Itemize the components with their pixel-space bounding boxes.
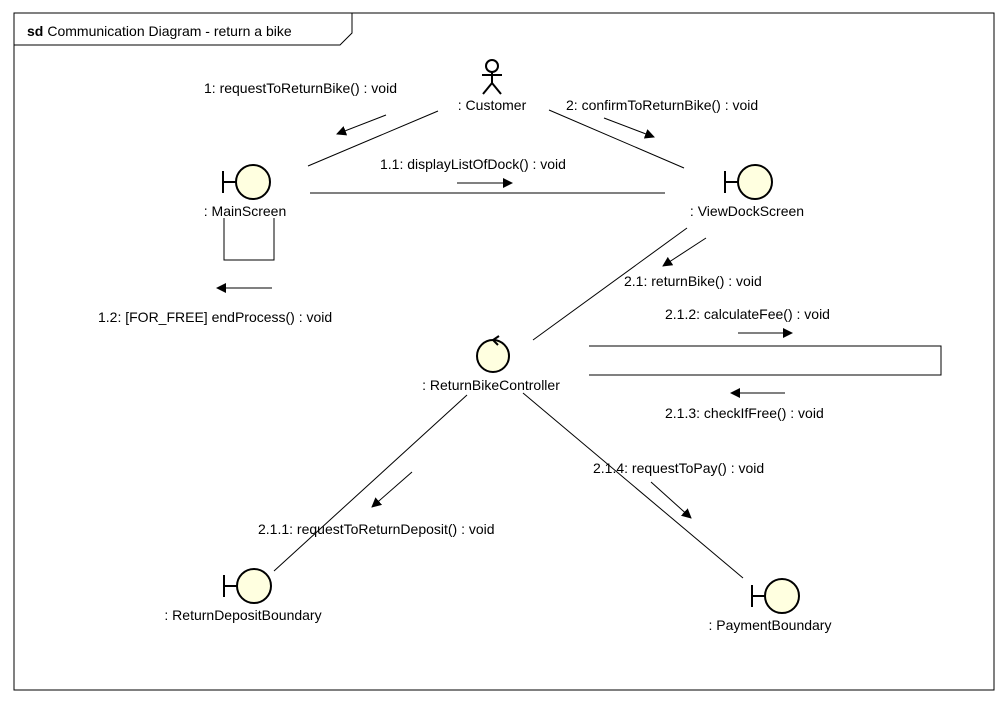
message-label-2: 2: confirmToReturnBike() : void	[566, 97, 759, 113]
frame-title-tab	[14, 13, 353, 46]
object-label-viewdockscreen: : ViewDockScreen	[689, 203, 805, 219]
link-controller-self	[589, 345, 942, 376]
link-mainscreen-self	[223, 218, 275, 261]
message-label-2-1-1: 2.1.1: requestToReturnDeposit() : void	[258, 521, 495, 537]
boundary-icon	[751, 578, 800, 614]
link-customer-mainscreen	[307, 110, 439, 167]
frame-title-text: Communication Diagram - return a bike	[47, 23, 292, 39]
link-controller-payment	[522, 392, 744, 579]
message-label-1: 1: requestToReturnBike() : void	[204, 80, 397, 96]
message-label-2-1-4: 2.1.4: requestToPay() : void	[593, 460, 765, 476]
actor-icon	[482, 59, 502, 95]
message-label-2-1: 2.1: returnBike() : void	[624, 273, 762, 289]
message-label-2-1-2: 2.1.2: calculateFee() : void	[665, 306, 830, 322]
message-label-1-1: 1.1: displayListOfDock() : void	[380, 156, 566, 172]
object-label-returndepositboundary: : ReturnDepositBoundary	[164, 607, 322, 623]
boundary-icon	[222, 164, 271, 200]
message-arrow-1	[336, 114, 387, 136]
frame-keyword: sd	[27, 23, 44, 39]
message-arrow-2-1	[662, 237, 707, 267]
message-label-1-2: 1.2: [FOR_FREE] endProcess() : void	[98, 309, 333, 325]
object-label-paymentboundary: : PaymentBoundary	[708, 617, 832, 633]
control-icon	[476, 335, 510, 373]
message-arrow-2-1-1	[371, 471, 413, 508]
link-customer-viewdockscreen	[548, 109, 685, 169]
object-label-returnbikecontroller: : ReturnBikeController	[422, 377, 560, 393]
boundary-icon	[223, 568, 272, 604]
boundary-icon	[724, 164, 773, 200]
message-arrow-2	[603, 117, 655, 139]
object-label-mainscreen: : MainScreen	[203, 203, 287, 219]
object-label-customer: : Customer	[457, 97, 527, 113]
message-arrow-2-1-4	[650, 481, 692, 519]
link-viewdockscreen-controller	[532, 227, 688, 341]
link-controller-returndeposit	[273, 394, 468, 572]
message-label-2-1-3: 2.1.3: checkIfFree() : void	[665, 405, 824, 421]
